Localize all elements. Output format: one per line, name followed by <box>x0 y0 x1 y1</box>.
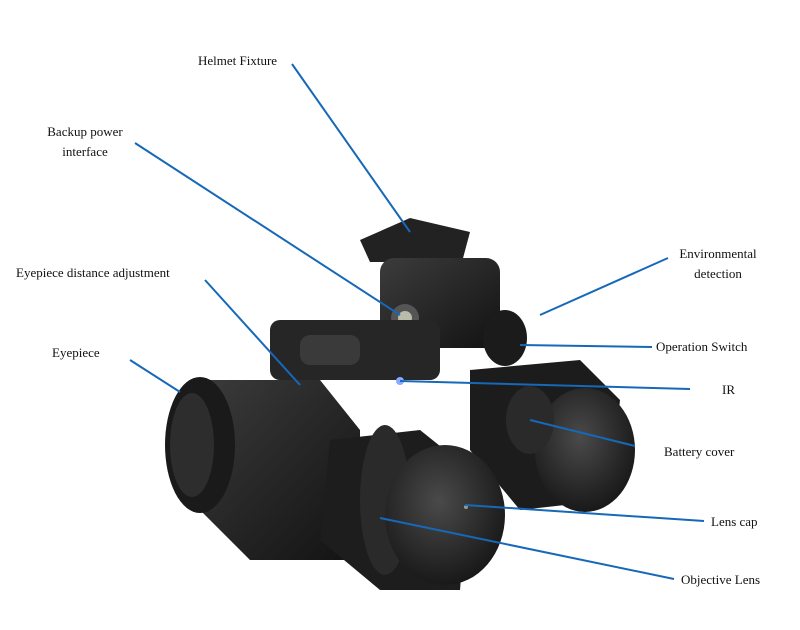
leader-operation-switch <box>519 344 653 348</box>
label-eyepiece-distance-adjustment: Eyepiece distance adjustment <box>16 265 170 280</box>
leader-lens-cap <box>464 504 705 522</box>
leader-battery-cover <box>529 419 636 447</box>
label-objective-lens: Objective Lens <box>681 572 761 587</box>
label-environmental-line1: Environmental <box>679 246 757 261</box>
label-ir: IR <box>722 382 735 397</box>
label-backup-power-line2: interface <box>62 144 108 159</box>
label-battery-cover: Battery cover <box>664 444 735 459</box>
leader-backup-power <box>134 142 401 316</box>
leader-environmental <box>539 257 669 316</box>
label-lens-cap: Lens cap <box>711 514 758 529</box>
label-operation-switch: Operation Switch <box>656 339 748 354</box>
device-body <box>165 218 635 590</box>
label-environmental-detection: Environmental detection <box>668 244 768 284</box>
leader-lines <box>129 63 705 580</box>
leader-objective-lens <box>379 517 675 580</box>
leader-ir <box>399 380 691 390</box>
label-helmet-fixture: Helmet Fixture <box>198 53 278 68</box>
label-backup-power-interface: Backup power interface <box>30 122 140 162</box>
leader-helmet-fixture <box>291 63 411 233</box>
leader-eyepiece <box>129 359 181 393</box>
label-eyepiece: Eyepiece <box>52 345 100 360</box>
label-environmental-line2: detection <box>694 266 742 281</box>
label-backup-power-line1: Backup power <box>47 124 123 139</box>
leader-eyepiece-distance <box>204 279 301 386</box>
